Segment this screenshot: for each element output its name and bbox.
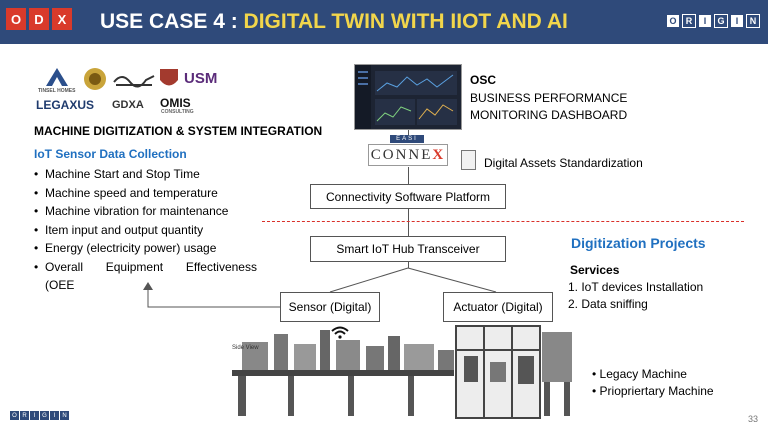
odx-letter: X	[52, 8, 72, 30]
services-label: Services	[570, 263, 620, 277]
legacy-machine-illustration	[232, 325, 572, 419]
dashboard-screenshot	[354, 64, 462, 130]
page-number: 33	[747, 414, 758, 424]
section-title: MACHINE DIGITIZATION & SYSTEM INTEGRATIO…	[34, 124, 323, 138]
list-item: 1. IoT devices Installation	[568, 280, 704, 294]
connectivity-platform-box: Connectivity Software Platform	[310, 184, 506, 209]
title-prefix: USE CASE 4 :	[100, 10, 244, 33]
osc-description: OSC BUSINESS PERFORMANCE MONITORING DASH…	[470, 72, 627, 125]
sensor-to-list-arrow	[143, 282, 280, 308]
services-list: 1. IoT devices Installation 2. Data snif…	[568, 279, 703, 313]
digitization-projects-title: Digitization Projects	[571, 235, 706, 251]
smart-iot-hub-box: Smart IoT Hub Transceiver	[310, 236, 506, 262]
osc-line: BUSINESS PERFORMANCE	[470, 90, 628, 105]
omis-logo: OMIS	[160, 96, 191, 110]
actuator-box: Actuator (Digital)	[443, 292, 553, 322]
sensor-data-list: •Machine Start and Stop Time •Machine sp…	[34, 165, 264, 295]
legaxus-logo: LEGAXUS	[36, 98, 95, 112]
list-item: •Machine vibration for maintenance	[34, 204, 229, 218]
list-item: •Energy (electricity power) usage	[34, 241, 217, 255]
origin-letter: O	[666, 14, 680, 28]
digital-assets-label: Digital Assets Standardization	[484, 156, 643, 170]
document-icon	[461, 150, 476, 170]
origin-letter: R	[682, 14, 696, 28]
title-highlight: DIGITAL TWIN WITH IIOT AND AI	[243, 10, 568, 33]
omis-subtitle: CONSULTING	[161, 109, 194, 115]
connector-line	[408, 130, 409, 135]
hub-branch-lines	[329, 267, 497, 293]
partner-logos: TINSEL HOMES USM LEGAXUS GDXA OMIS CONSU…	[34, 66, 224, 116]
university-crest-icon	[84, 68, 106, 90]
sensor-box: Sensor (Digital)	[280, 292, 380, 322]
list-item-continuation: (OEE	[45, 278, 75, 292]
subsection-title: IoT Sensor Data Collection	[34, 147, 187, 161]
gdxa-logo: GDXA	[112, 99, 144, 111]
odx-logo: O D X	[6, 8, 72, 30]
osc-title: OSC	[470, 73, 497, 87]
dashboard-chart-icon	[355, 65, 457, 129]
tinsel-label: TINSEL HOMES	[38, 88, 76, 94]
list-item: • Overall Equipment Effectiveness	[34, 259, 257, 274]
list-item: • Priopriertary Machine	[592, 384, 714, 398]
origin-letter: G	[714, 14, 728, 28]
crest-shield-icon	[160, 69, 178, 86]
footer-origin-logo: O R I G I N	[10, 411, 69, 420]
origin-letter: N	[746, 14, 760, 28]
odx-letter: D	[29, 8, 49, 30]
list-item: • Legacy Machine	[592, 367, 687, 381]
connex-top-label: EASI	[390, 135, 424, 143]
wifi-icon	[331, 326, 349, 339]
origin-letter: I	[698, 14, 712, 28]
slide-title: USE CASE 4 : DIGITAL TWIN WITH IIOT AND …	[100, 10, 568, 34]
origin-letter: I	[730, 14, 744, 28]
connector-line	[408, 262, 409, 268]
list-item: •Item input and output quantity	[34, 222, 204, 237]
origin-logo: O R I G I N	[666, 14, 760, 28]
connector-line	[408, 209, 409, 236]
arabic-script-logo-icon	[113, 75, 155, 88]
usm-logo: USM	[184, 70, 218, 87]
osc-line: MONITORING DASHBOARD	[470, 108, 628, 122]
list-item: 2. Data sniffing	[568, 297, 648, 311]
list-item: •Machine speed and temperature	[34, 185, 218, 200]
list-item: •Machine Start and Stop Time	[34, 167, 200, 181]
connector-line	[408, 167, 409, 184]
boundary-dashed-line	[262, 221, 744, 222]
odx-letter: O	[6, 8, 26, 30]
tinsel-logo-icon	[46, 68, 68, 86]
header-bar: O D X USE CASE 4 : DIGITAL TWIN WITH IIO…	[0, 0, 768, 44]
side-view-label: Side View	[232, 345, 259, 351]
machine-type-list: • Legacy Machine • Priopriertary Machine	[592, 366, 714, 400]
